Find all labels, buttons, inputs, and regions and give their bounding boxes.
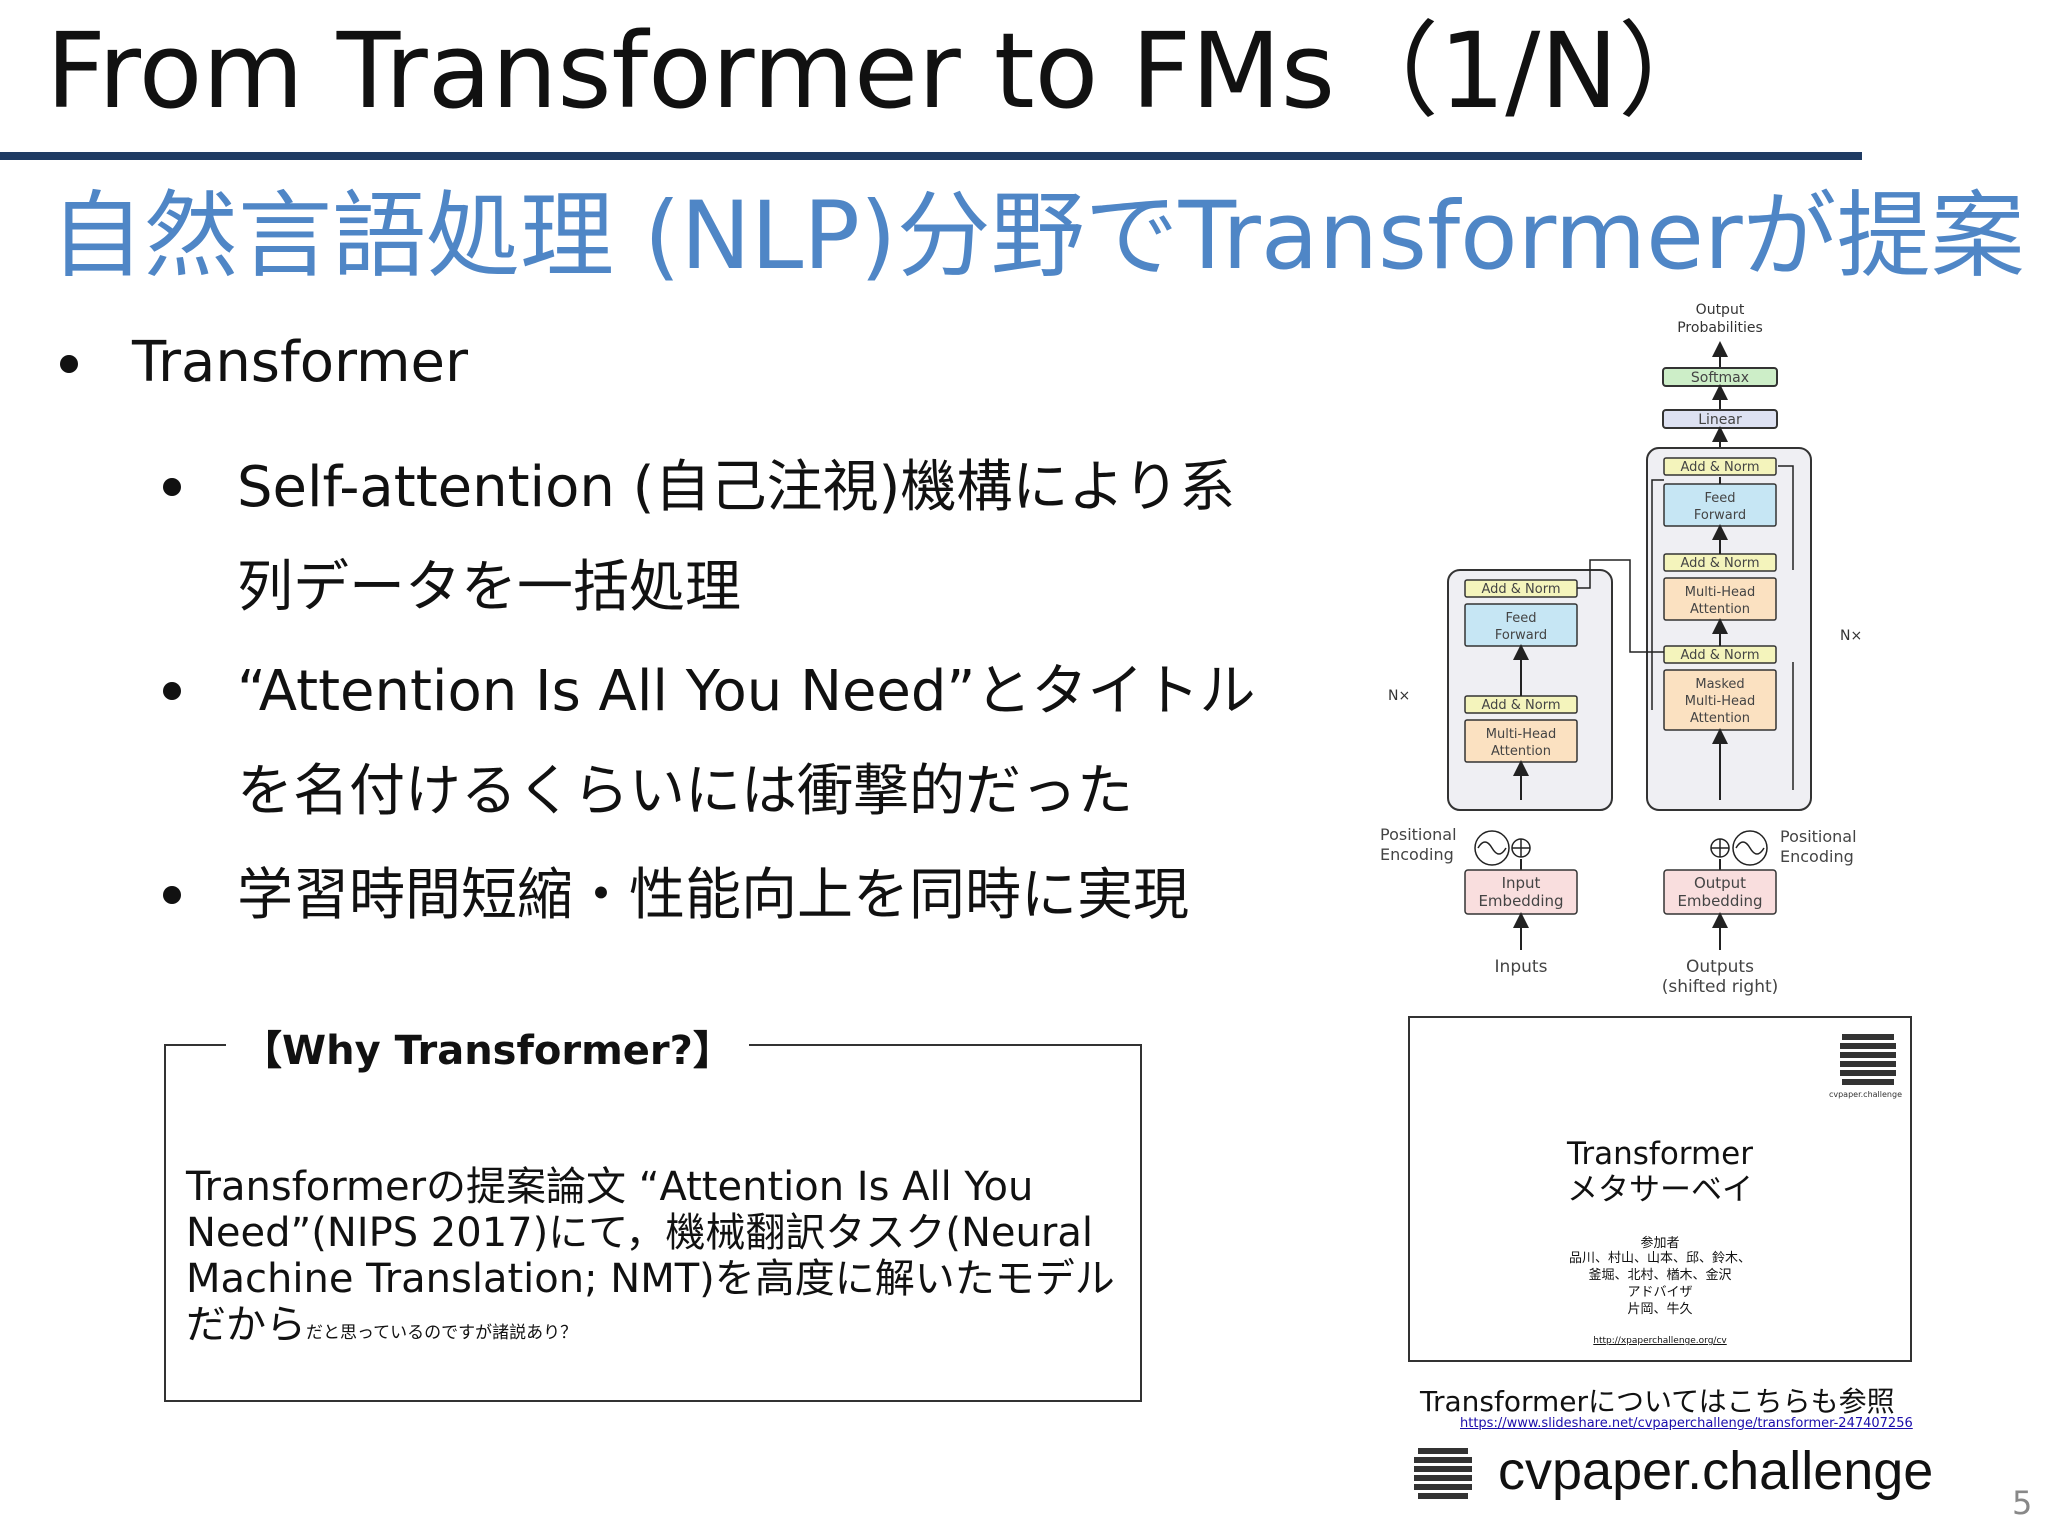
thumb-url[interactable]: http://xpaperchallenge.org/cv <box>1593 1336 1727 1346</box>
thumb-participants: 品川、村山、山本、邱、鈴木、 釜堀、北村、楢木、金沢 アドバイザ 片岡、牛久 <box>1410 1250 1910 1318</box>
brand-name: cvpaper.challenge <box>1498 1441 1934 1501</box>
thumb-participant-line: アドバイザ <box>1627 1285 1693 1300</box>
bullet-level1: Transformer <box>60 330 468 413</box>
why-box-note: だと思っているのですが諸説あり？ <box>306 1323 578 1343</box>
reference-link[interactable]: https://www.slideshare.net/cvpaperchalle… <box>1460 1416 1913 1431</box>
page-number: 5 <box>2012 1484 2033 1522</box>
slide-subtitle: 自然言語処理 (NLP)分野でTransformerが提案 <box>50 182 2025 291</box>
survey-thumbnail[interactable]: cvpaper.challenge Transformer メタサーベイ 参加者… <box>1408 1016 1912 1362</box>
inputs-label: Inputs <box>1495 957 1548 977</box>
decoder-nx-label: N× <box>1840 628 1862 644</box>
svg-text:Add & Norm: Add & Norm <box>1481 698 1560 713</box>
thumb-title-line: メタサーベイ <box>1567 1172 1753 1208</box>
cvpaper-logo-icon <box>1840 1034 1896 1085</box>
cvpaper-logo-icon <box>1414 1448 1472 1499</box>
thumb-participant-line: 品川、村山、山本、邱、鈴木、 <box>1568 1251 1751 1266</box>
bullet-level2: Self-attention (自己注視)機構により系列データを一括処理 <box>163 438 1243 638</box>
encoder-nx-label: N× <box>1388 688 1410 704</box>
reference-text: Transformerについてはこちらも参照 <box>1420 1385 1895 1418</box>
linear-label: Linear <box>1698 412 1742 428</box>
bullet-dot <box>163 478 181 496</box>
thumb-participant-line: 釜堀、北村、楢木、金沢 <box>1588 1268 1732 1283</box>
thumb-title-line: Transformer <box>1566 1136 1753 1172</box>
svg-text:Add & Norm: Add & Norm <box>1680 556 1759 571</box>
thumb-brand: cvpaper.challenge <box>1828 1090 1902 1099</box>
bullet-text: Self-attention (自己注視)機構により系列データを一括処理 <box>237 455 1236 620</box>
bullet-level2: “Attention Is All You Need”とタイトルを名付けるくらい… <box>163 642 1283 842</box>
why-box-text: Transformerの提案論文 “Attention Is All You N… <box>186 1164 1115 1348</box>
bullet-dot <box>163 682 181 700</box>
bullet-dot <box>163 886 181 904</box>
outputs-label: Outputs(shifted right) <box>1662 957 1779 997</box>
decoder-add-norm-3 <box>1663 457 1777 476</box>
bullet-text: 学習時間短縮・性能向上を同時に実現 <box>237 863 1189 928</box>
svg-text:Add & Norm: Add & Norm <box>1680 460 1759 475</box>
bullet-dot <box>60 355 78 373</box>
bullet-level2: 学習時間短縮・性能向上を同時に実現 <box>163 846 1263 946</box>
why-box-body: Transformerの提案論文 “Attention Is All You N… <box>186 1164 1116 1356</box>
thumb-participants-heading: 参加者 <box>1640 1236 1680 1251</box>
slide-title: From Transformer to FMs（1/N） <box>46 10 1723 132</box>
softmax-label: Softmax <box>1691 370 1749 386</box>
thumb-participant-line: 片岡、牛久 <box>1627 1302 1693 1317</box>
bullet-text: Transformer <box>132 330 469 395</box>
svg-text:Add & Norm: Add & Norm <box>1680 648 1759 663</box>
why-box-title: 【Why Transformer?】 <box>226 1018 749 1076</box>
bullet-text: “Attention Is All You Need”とタイトルを名付けるくらい… <box>237 659 1256 824</box>
title-divider <box>0 152 1862 160</box>
thumb-title: Transformer メタサーベイ <box>1410 1136 1910 1208</box>
svg-text:Add & Norm: Add & Norm <box>1481 582 1560 597</box>
why-transformer-box: 【Why Transformer?】 Transformerの提案論文 “Att… <box>164 1018 1142 1402</box>
